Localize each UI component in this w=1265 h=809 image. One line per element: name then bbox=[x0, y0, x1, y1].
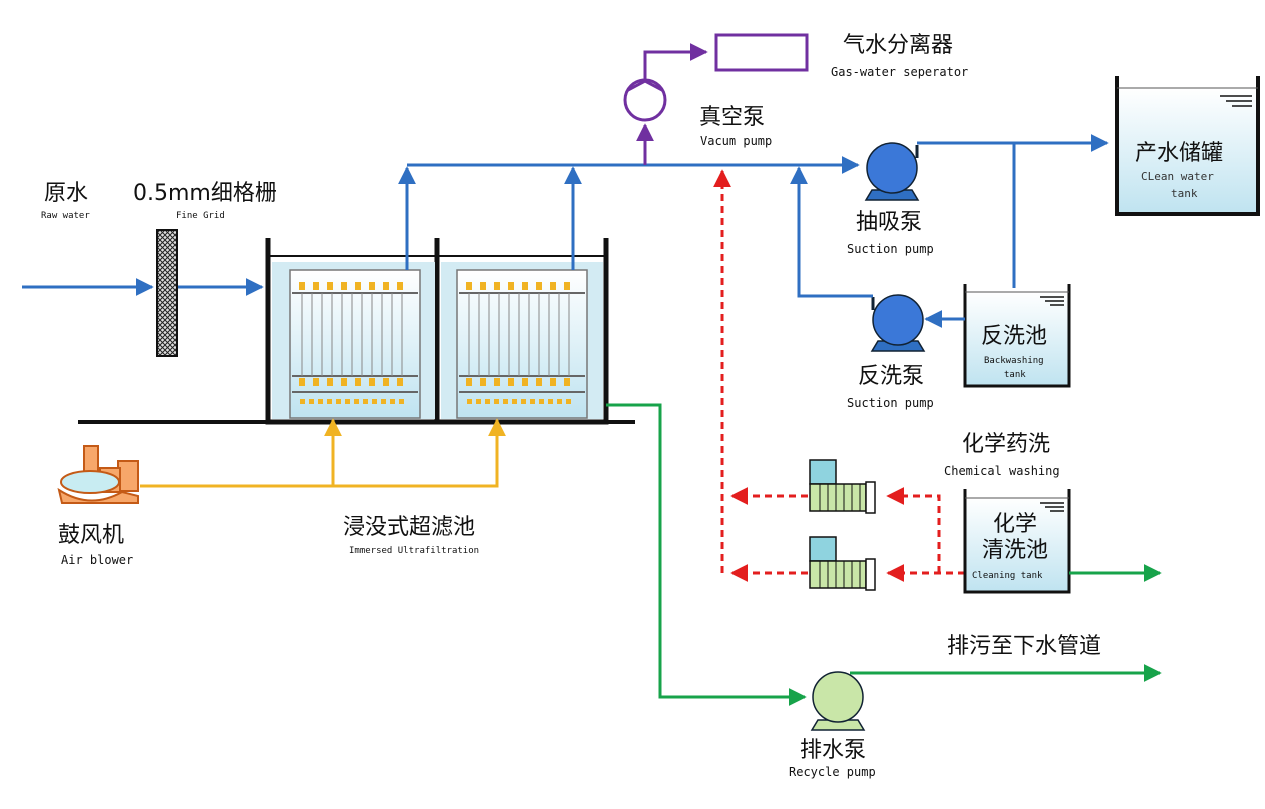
cleaning-tank-label-1: 化学 bbox=[993, 512, 1037, 537]
backwash-pump-label-en: Suction pump bbox=[847, 396, 934, 410]
vacuum-outlet-pipe bbox=[643, 43, 708, 80]
raw-water-label-en: Raw water bbox=[41, 211, 90, 221]
fine-grid bbox=[156, 229, 178, 357]
sewer-label: 排污至下水管道 bbox=[947, 634, 1101, 659]
clean-water-tank-label-en1: CLean water bbox=[1141, 170, 1214, 183]
backwashing-tank-label-en2: tank bbox=[1004, 370, 1026, 380]
backwash-return-pipe bbox=[790, 166, 873, 298]
gas-water-separator-label: 气水分离器 bbox=[843, 33, 953, 58]
air-blower-label: 鼓风机 bbox=[58, 523, 124, 548]
clean-water-tank bbox=[1115, 76, 1260, 216]
chemical-washing-label: 化学药洗 bbox=[962, 432, 1050, 457]
vacuum-pump-label: 真空泵 bbox=[699, 105, 765, 130]
cleaning-tank-label-en: Cleaning tank bbox=[972, 571, 1043, 581]
fine-grid-label: 0.5mm细格栅 bbox=[133, 181, 277, 206]
membrane-module-2 bbox=[456, 269, 588, 419]
fine-grid-label-en: Fine Grid bbox=[176, 211, 225, 221]
uf-tank-label-en: Immersed Ultrafiltration bbox=[349, 546, 479, 556]
clean-water-tank-label-en2: tank bbox=[1171, 187, 1198, 200]
uf-drain-pipe bbox=[606, 403, 807, 706]
dosing-pump-2 bbox=[809, 536, 876, 591]
backwash-pump-label: 反洗泵 bbox=[858, 364, 924, 389]
air-blower bbox=[57, 445, 139, 504]
uf-tank-label: 浸没式超滤池 bbox=[343, 515, 475, 540]
clean-water-tank-label: 产水储罐 bbox=[1135, 141, 1223, 166]
air-blower-label-en: Air blower bbox=[61, 553, 133, 567]
uf-tank bbox=[265, 238, 609, 425]
backwash-pump bbox=[870, 294, 926, 352]
backwashing-tank bbox=[963, 284, 1071, 388]
gas-water-separator-label-en: Gas-water seperator bbox=[831, 65, 968, 79]
cleaning-tank bbox=[963, 489, 1071, 594]
suction-pump-label: 抽吸泵 bbox=[856, 210, 922, 235]
membrane-module-1 bbox=[289, 269, 421, 419]
dosing-pump-1 bbox=[809, 459, 876, 514]
vacuum-pump bbox=[623, 78, 667, 122]
vacuum-pump-label-en: Vacum pump bbox=[700, 134, 772, 148]
chemical-washing-label-en: Chemical washing bbox=[944, 464, 1060, 478]
raw-water-label: 原水 bbox=[44, 181, 88, 206]
air-main-pipe bbox=[140, 418, 506, 488]
backwashing-tank-label: 反洗池 bbox=[981, 324, 1047, 349]
chemical-dosing-lines bbox=[713, 169, 965, 582]
recycle-pump-label-en: Recycle pump bbox=[789, 765, 876, 779]
backwashing-tank-label-en1: Backwashing bbox=[984, 356, 1044, 366]
recycle-pump bbox=[810, 671, 866, 731]
gas-water-separator bbox=[714, 33, 809, 72]
recycle-pump-label: 排水泵 bbox=[800, 738, 866, 763]
suction-pump-label-en: Suction pump bbox=[847, 242, 934, 256]
cleaning-tank-label-2: 清洗池 bbox=[982, 538, 1048, 563]
suction-pump bbox=[864, 142, 920, 201]
